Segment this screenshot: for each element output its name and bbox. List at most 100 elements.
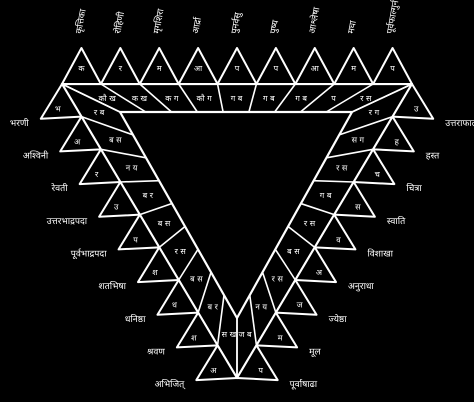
- left-label: शतभिषा: [99, 280, 127, 292]
- top-spike: [177, 47, 219, 85]
- left-band-divider: [158, 225, 186, 248]
- left-label: धनिष्ठा: [125, 313, 146, 325]
- left-spike-glyph: ध: [172, 301, 178, 310]
- left-band-divider: [81, 115, 134, 136]
- top-spike: [61, 47, 102, 85]
- top-band-cell: र स: [360, 94, 372, 103]
- right-label: पूर्वाषाढा: [290, 378, 318, 390]
- top-spike-glyph: र: [119, 64, 123, 73]
- right-band-divider: [248, 295, 258, 346]
- left-band-divider: [139, 202, 173, 216]
- right-label: ज्येष्ठा: [329, 313, 348, 325]
- top-band-cell: ग ब: [231, 94, 243, 103]
- top-band-divider: [299, 83, 335, 113]
- right-band-cell: र स: [336, 163, 348, 172]
- right-spike: [352, 148, 396, 186]
- right-spike: [313, 213, 357, 251]
- left-band-cell: न य: [126, 163, 138, 172]
- left-spike: [195, 344, 238, 382]
- top-spike: [138, 47, 180, 85]
- left-band-cell: र ब: [94, 108, 105, 117]
- right-band-divider: [351, 83, 413, 113]
- right-spike-glyph: म: [278, 333, 283, 342]
- top-spike: [99, 47, 141, 85]
- top-spike-glyph: प: [235, 64, 240, 73]
- right-band-cell: न य: [255, 302, 267, 311]
- right-spike-glyph: उ: [414, 105, 419, 114]
- left-label: अश्विनी: [23, 150, 49, 162]
- left-band-divider: [100, 148, 147, 159]
- top-spike: [294, 47, 336, 85]
- left-spike: [59, 115, 102, 153]
- top-band-cell: कौ ख: [99, 93, 117, 103]
- left-band-divider: [61, 83, 121, 113]
- right-spike: [333, 181, 376, 218]
- top-spike: [372, 47, 413, 85]
- top-label: पुष्य: [269, 19, 281, 35]
- left-band-cell: ब स: [109, 136, 122, 145]
- right-band-cell: ब स: [287, 247, 300, 256]
- left-spike: [156, 279, 200, 316]
- left-spike: [98, 181, 141, 218]
- right-spike-glyph: अ: [316, 268, 323, 277]
- inner-triangle-frame: [118, 110, 354, 320]
- right-spike: [255, 311, 299, 349]
- left-spike-glyph: उ: [114, 203, 119, 212]
- left-spike: [78, 148, 122, 186]
- top-band-divider: [274, 83, 296, 113]
- left-label: रेवती: [51, 182, 68, 194]
- right-band-cell: स ग: [352, 136, 365, 145]
- left-label: उत्तरभाद्रपदा: [47, 217, 88, 227]
- top-spike-glyph: आ: [311, 64, 320, 73]
- left-spike: [137, 246, 180, 284]
- left-spike-glyph: भ: [55, 105, 61, 114]
- right-band-cell: ग ब: [320, 191, 332, 200]
- right-band-divider: [313, 179, 354, 183]
- top-spike-glyph: प: [274, 64, 279, 73]
- left-label: श्रवण: [147, 348, 165, 358]
- right-spike: [236, 344, 279, 382]
- left-label: भरणी: [10, 117, 30, 129]
- left-band-cell: ब स: [158, 219, 171, 228]
- top-spike-glyph: म: [351, 64, 356, 73]
- top-spike-glyph: म: [157, 64, 162, 73]
- left-label: अभिजित्: [155, 378, 187, 390]
- left-label: पूर्वभाद्रपदा: [71, 248, 107, 260]
- right-spike: [372, 115, 415, 153]
- right-spike-glyph: व: [336, 235, 341, 244]
- right-band-divider: [261, 271, 277, 313]
- left-band-divider: [197, 271, 212, 313]
- right-spike-glyph: ज: [297, 301, 304, 310]
- top-band-cell: प: [331, 94, 336, 103]
- left-band-cell: ब र: [207, 302, 218, 311]
- top-band-cell: ग ब: [295, 94, 307, 103]
- top-band-divider: [100, 83, 147, 113]
- right-spike: [391, 83, 435, 120]
- left-spike-glyph: श: [191, 333, 197, 342]
- right-label: चित्रा: [406, 182, 422, 194]
- right-band-cell: ज ब: [239, 330, 252, 339]
- left-spike-glyph: अ: [74, 137, 81, 146]
- top-label: मघा: [347, 19, 359, 34]
- top-spike: [216, 47, 258, 85]
- right-band-cell: र स: [304, 219, 316, 228]
- top-band-cell: क ग: [165, 94, 179, 103]
- right-label: विशाखा: [367, 248, 393, 260]
- left-band-cell: ब स: [190, 275, 203, 284]
- top-band-divider: [178, 83, 198, 113]
- top-spike-glyph: प: [390, 64, 395, 73]
- left-spike-glyph: प: [133, 235, 138, 244]
- right-spike-glyph: प: [258, 366, 263, 375]
- right-band-cell: र ग: [369, 108, 380, 117]
- left-band-cell: ब र: [143, 191, 154, 200]
- left-spike: [175, 311, 219, 349]
- top-label: आर्द्रा: [189, 15, 204, 34]
- right-label: उत्तराफाल्गुनी: [445, 117, 474, 129]
- left-band-divider: [216, 295, 225, 346]
- top-spike-glyph: आ: [194, 64, 203, 73]
- top-band-divider: [248, 83, 258, 113]
- top-band-divider: [325, 83, 374, 113]
- left-spike-glyph: अ: [210, 366, 217, 375]
